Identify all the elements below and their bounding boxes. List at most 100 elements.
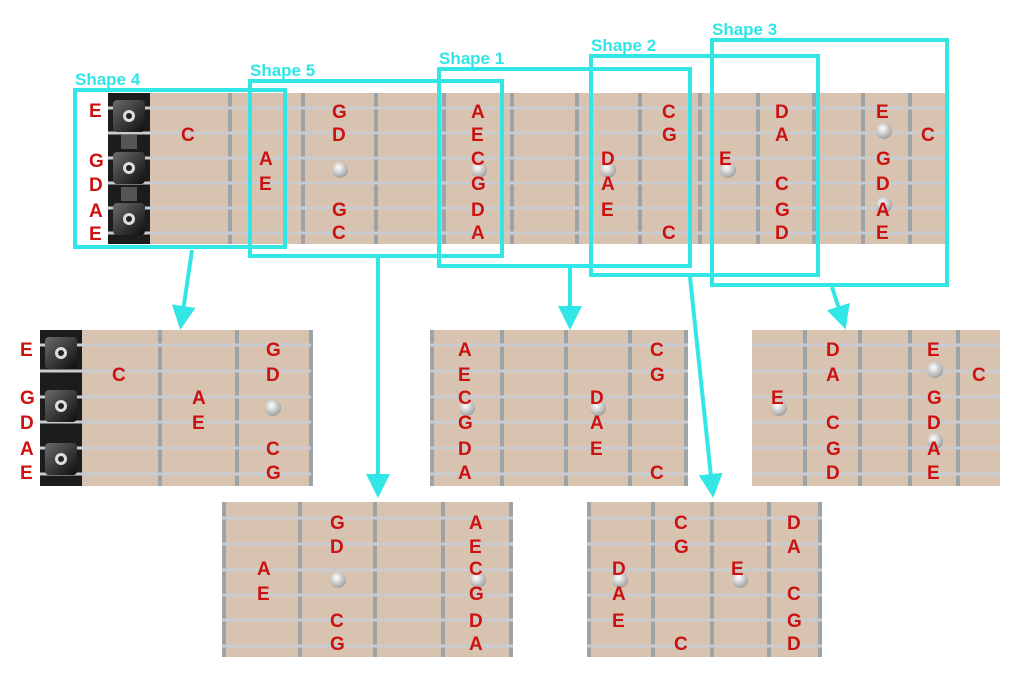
inlay-dot [330,572,346,588]
open-note: E [20,340,33,361]
note-label: G [266,340,281,361]
open-note: D [20,413,34,434]
inlay-dot [771,400,787,416]
note-label: E [719,149,732,170]
note-label: A [876,200,890,221]
inlay-dot [876,123,892,139]
note-label: C [471,149,485,170]
note-label: E [876,102,889,123]
shape-labels: Shape 4 Shape 5 Shape 1 Shape 2 Shape 3 [75,20,777,89]
note-label: A [787,537,801,558]
note-label: D [826,340,840,361]
open-note: E [89,101,102,122]
note-label: G [662,125,677,146]
shape3-fretboard: E D A C G D E G D A E C [752,330,1000,486]
note-label: C [330,611,344,632]
note-label: G [471,174,486,195]
note-label: A [612,584,626,605]
note-label: E [590,439,603,460]
note-label: E [612,611,625,632]
inlay-dots [332,123,892,213]
arrow-shape3 [826,286,850,330]
note-label: D [601,149,615,170]
note-label: E [601,200,614,221]
note-label: D [469,611,483,632]
shape-highlight-boxes [73,38,949,287]
note-label: A [469,513,483,534]
inlay-dot [590,400,606,416]
shape4-label: Shape 4 [75,70,141,89]
note-label: D [471,200,485,221]
inlay-dot [470,572,486,588]
note-label: E [731,559,744,580]
note-label: G [775,200,790,221]
open-string-notes: E G D A E [89,101,104,245]
shape2-label: Shape 2 [591,36,656,55]
inlay-dot [732,572,748,588]
note-label: G [330,634,345,655]
note-label: G [266,463,281,484]
note-label: C [674,513,688,534]
note-label: E [876,223,889,244]
open-note: E [89,224,102,245]
note-label: G [332,102,347,123]
note-label: A [927,439,941,460]
note-label: D [787,634,801,655]
note-label: E [458,365,471,386]
note-label: C [650,463,664,484]
note-label: C [787,584,801,605]
note-label: A [471,223,485,244]
note-label: G [927,388,942,409]
note-label: C [662,102,676,123]
shape5-fretboard: A E G D C G A E C G D A [222,502,513,657]
inlay-dot [927,362,943,378]
note-label: A [590,413,604,434]
note-label: E [257,584,270,605]
note-label: A [458,340,472,361]
note-label: G [469,584,484,605]
note-label: G [787,611,802,632]
fretted-notes: C A E G D G C A E C G D A D A E C G C E … [181,102,935,244]
open-note: A [89,201,103,222]
inlay-dot [332,162,348,178]
note-label: D [332,125,346,146]
inlay-dot [612,572,628,588]
note-label: D [590,388,604,409]
note-label: C [674,634,688,655]
note-label: G [876,149,891,170]
shape4-box [73,88,287,249]
note-label: E [927,340,940,361]
open-note: D [89,175,103,196]
shape1-label: Shape 1 [439,49,504,68]
note-label: E [927,463,940,484]
note-label: D [266,365,280,386]
inlay-dot [720,162,736,178]
note-label: A [775,125,789,146]
arrow-shape2 [688,276,723,498]
shape3-box [710,38,949,287]
note-label: D [458,439,472,460]
open-note: A [20,439,34,460]
note-label: E [471,125,484,146]
shape1-box [437,67,692,268]
fretboard-wood [108,93,948,244]
note-label: C [775,174,789,195]
note-label: D [775,102,789,123]
note-label: C [972,365,986,386]
note-label: D [787,513,801,534]
note-label: D [612,559,626,580]
shape3-label: Shape 3 [712,20,777,39]
inlay-dot [471,162,487,178]
inlay-dot [927,433,943,449]
note-label: C [650,340,664,361]
shape5-box [248,79,504,258]
tuning-pegs [113,100,145,235]
note-label: C [266,439,280,460]
note-label: G [674,537,689,558]
note-label: A [826,365,840,386]
note-label: G [458,413,473,434]
note-label: A [469,634,483,655]
note-label: E [469,537,482,558]
inlay-dot [265,400,281,416]
